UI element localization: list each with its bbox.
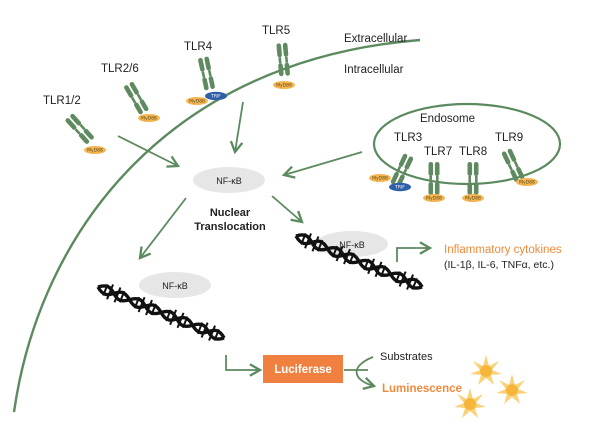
myd88-label: MyD88	[189, 99, 205, 105]
myd88-label: MyD88	[372, 176, 388, 182]
luminescence-label: Luminescence	[382, 383, 462, 395]
endosome-label: Endosome	[420, 113, 475, 125]
luciferase-label: Luciferase	[274, 364, 332, 376]
dna-genomic	[294, 233, 424, 290]
myd88-adaptor	[369, 174, 391, 182]
tlr4-receptor	[197, 56, 216, 91]
tlr2-6-receptor	[123, 81, 150, 116]
nfkb-label: NF-κB	[339, 240, 365, 250]
tlr1-2-label: TLR1/2	[43, 95, 81, 107]
dna-reporter	[96, 284, 226, 341]
arrow-nfkb-to-reporter-dna	[138, 197, 187, 260]
myd88-label: MyD88	[426, 196, 442, 202]
myd88-adaptor	[273, 81, 295, 89]
trif-adaptor	[205, 91, 227, 101]
arrow-tlr4-to-nfkb	[229, 101, 244, 155]
myd88-label: MyD88	[87, 148, 103, 154]
arrow-nfkb-to-genomic-dna	[271, 195, 304, 224]
substrates-label: Substrates	[380, 351, 433, 363]
endosome	[372, 102, 562, 186]
myd88-adaptor	[138, 114, 160, 122]
luminescence-star	[496, 374, 528, 404]
cytokines-title: Inflammatory cytokines	[444, 244, 562, 256]
myd88-label: MyD88	[465, 196, 481, 202]
nfkb-bubble-reporter	[139, 272, 211, 298]
arrow-surface-to-nfkb	[117, 135, 181, 168]
tlr5-label: TLR5	[262, 25, 290, 37]
tlr9-label: TLR9	[495, 132, 523, 144]
nuclear-label: Nuclear	[210, 207, 251, 219]
trif-label: TRIF	[394, 185, 405, 191]
tlr7-label: TLR7	[424, 146, 452, 158]
tlr8-label: TLR8	[459, 146, 487, 158]
trif-label: TRIF	[210, 94, 221, 100]
myd88-adaptor	[186, 97, 208, 105]
intracellular-label: Intracellular	[344, 64, 404, 76]
arrow-dna-to-cytokines	[396, 241, 433, 262]
luminescence-star	[454, 388, 486, 418]
luciferase-box	[263, 355, 343, 383]
tlr2-6-label: TLR2/6	[101, 63, 139, 75]
myd88-adaptor	[516, 178, 538, 186]
cytokines-detail: (IL-1β, IL-6, TNFα, etc.)	[444, 259, 554, 271]
arrow-substrates-to-luminescence	[355, 356, 377, 391]
tlr4-label: TLR4	[184, 41, 213, 53]
myd88-adaptor	[423, 194, 445, 202]
plasma-membrane	[12, 38, 421, 413]
tlr3-label: TLR3	[394, 132, 422, 144]
myd88-label: MyD88	[276, 83, 292, 89]
luminescence-star	[470, 355, 502, 385]
tlr7-receptor	[428, 162, 440, 195]
tlr9-receptor	[501, 147, 526, 183]
tlr1-2-receptor	[64, 112, 95, 145]
myd88-adaptor	[84, 146, 106, 154]
translocation-label: Translocation	[194, 221, 266, 233]
nfkb-bubble-cytoplasm	[193, 167, 265, 193]
tlr8-receptor	[467, 162, 479, 195]
arrow-dna-to-luciferase	[225, 355, 263, 377]
nfkb-bubble-genomic	[316, 231, 388, 257]
trif-adaptor	[389, 182, 411, 192]
extracellular-label: Extracellular	[344, 33, 407, 45]
tlr3-receptor	[389, 152, 414, 188]
myd88-label: MyD88	[519, 180, 535, 186]
arrow-endosome-to-nfkb	[281, 151, 363, 179]
myd88-label: MyD88	[141, 116, 157, 122]
myd88-adaptor	[462, 194, 484, 202]
nfkb-label: NF-κB	[162, 281, 188, 291]
nfkb-label: NF-κB	[216, 176, 242, 186]
